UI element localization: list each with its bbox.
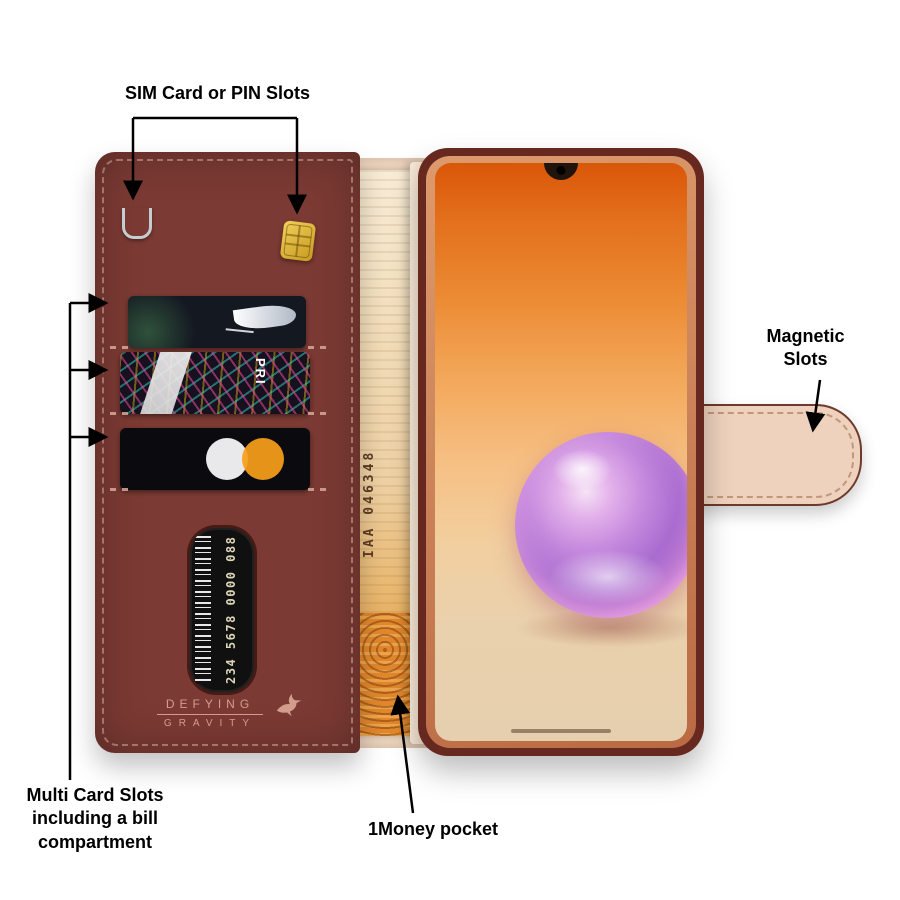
label-magnetic-slots: Magnetic Slots bbox=[766, 326, 845, 370]
barcode-icon bbox=[195, 536, 211, 684]
banknote-ornament bbox=[356, 613, 414, 736]
card-slot-1-card bbox=[128, 296, 306, 348]
card-slot-2-card: PRI bbox=[120, 352, 310, 414]
camera-notch bbox=[544, 163, 578, 180]
magnetic-flap bbox=[688, 404, 862, 506]
phone-case-back bbox=[418, 148, 704, 756]
wallpaper-sphere bbox=[515, 432, 687, 618]
front-camera-icon bbox=[556, 166, 566, 175]
slot-stitch bbox=[110, 346, 128, 349]
slot-stitch bbox=[110, 412, 128, 415]
slot-stitch bbox=[308, 412, 326, 415]
sim-chip-icon bbox=[279, 220, 317, 262]
home-indicator bbox=[511, 729, 611, 733]
dove-logo-icon bbox=[276, 693, 302, 717]
slot-stitch bbox=[110, 488, 128, 491]
feather-icon bbox=[232, 301, 298, 333]
card2-band bbox=[137, 352, 193, 414]
card-brand-circle-orange bbox=[242, 438, 284, 480]
card-brand-circles-icon bbox=[206, 438, 248, 480]
panel-stitching bbox=[102, 159, 353, 746]
brand-line2: GRAVITY bbox=[163, 718, 257, 729]
sim-slot-clip-icon bbox=[122, 208, 152, 239]
brand-logo: DEFYING GRAVITY bbox=[145, 697, 275, 729]
wallet-interior: PRI 234 5678 0000 088 DEFYING GRAVITY bbox=[95, 152, 360, 753]
label-sim-card-or-pin-slots: SIM Card or PIN Slots bbox=[124, 83, 311, 103]
brand-divider bbox=[157, 714, 263, 715]
label-money-pocket: 1Money pocket bbox=[367, 819, 499, 839]
slot-stitch bbox=[308, 488, 326, 491]
brand-line1: DEFYING bbox=[165, 697, 255, 711]
slot-stitch bbox=[308, 346, 326, 349]
label-multi-card-slots: Multi Card Slots including a bill compar… bbox=[26, 785, 164, 852]
banknote-serial: IAA 046348 bbox=[362, 449, 377, 558]
flap-stitching bbox=[696, 412, 854, 498]
window-card-number: 234 5678 0000 088 bbox=[224, 535, 238, 685]
card2-label: PRI bbox=[253, 358, 268, 386]
card-slot-3-card bbox=[120, 428, 310, 490]
card-window: 234 5678 0000 088 bbox=[190, 528, 254, 692]
phone-screen bbox=[435, 163, 687, 741]
